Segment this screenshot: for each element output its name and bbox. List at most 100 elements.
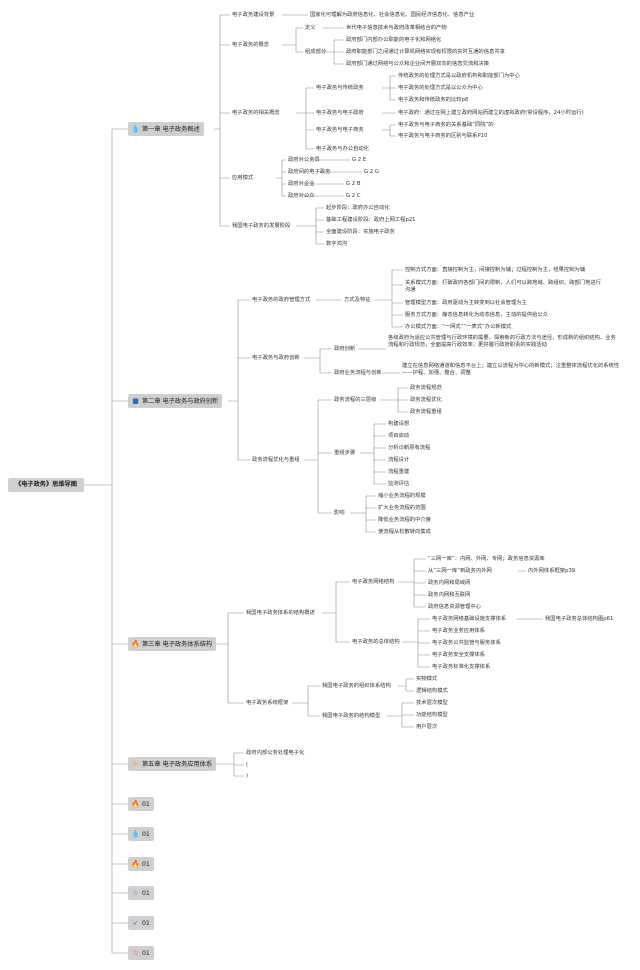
ch2-feature-4: 服务方式方面：静态信息转化为动态信息，主动的提供给公众 [405,312,549,318]
ch2-feature-3: 管理模型方面：政府驱动为主转变到以社会管理为主 [405,300,527,306]
connector [386,702,414,728]
chapter-placeholder-4: ☆01 [128,886,154,900]
connector [350,495,376,533]
ch2-gov-innovation-branch: 电子政务与政府创新 [252,355,300,361]
ch3-org-1: 实物模式 [416,676,438,682]
ch2-step-6: 监测评估 [388,481,410,487]
ch3-overall-4: 电子政务安全支撑体系 [432,652,485,658]
ch2-step-3: 分析诊断原有流程 [388,445,431,451]
connector [380,387,408,413]
ch2-step-1: 构建设想 [388,421,410,427]
star-outline-icon: ☆ [132,889,139,897]
ch2-management-mode: 电子政务的政府管理方式 [252,297,311,303]
ch3-overall-structure: 电子政务的总体结构 [352,639,400,645]
ch2-impact-1: 缩小业务流程的规模 [378,493,426,499]
ch5-item-3: ) [246,773,249,779]
chapter-placeholder-1: 🔥01 [128,797,154,811]
connector [382,124,396,137]
ch2-step-5: 流程重建 [388,469,410,475]
ch3-model-3: 用户层次 [416,724,438,730]
ch1-definition-detail: 世代电子信息技术与政府改革相结合的产物 [346,25,447,31]
star-outline-icon: ☆ [132,949,139,957]
square-icon: ■ [132,397,139,405]
water-drop-icon: 💧 [131,125,140,133]
ch3-org-2: 逻辑结构模式 [416,688,448,694]
ch1-g2c: 政府对公众 [288,193,315,199]
ch1-background-detail: 国家化可理解为政府信息化、社会信息化、国民经济信息化、信息产业 [310,12,475,18]
ch1-egov-vs-traditional: 电子政务与传统政务 [316,85,364,91]
chapter-1-node: 💧第一章 电子政务概述 [128,122,204,136]
ch2-feature-5: 办公模式方面：“一网式”“一表式”办公新模式 [405,324,512,330]
connector [304,399,332,514]
ch1-g2g-code: G 2 G [364,169,379,175]
connector [216,612,244,704]
ch3-network-2-detail: 内外网体系框架p39 [528,568,576,574]
ch1-related-concepts: 电子政务的相关概念 [232,110,280,116]
chapter-placeholder-3: 🔥01 [128,857,154,871]
ch3-overall-3: 电子政务公共监管与服务体系 [432,640,501,646]
ch1-g2c-code: G 2 C [346,193,361,199]
ch3-network-structure: 电子政务网络结构 [352,579,395,585]
ch1-traditional-1: 传统政务的处理方式是以政府机构和职能部门为中心 [398,73,520,79]
ch2-feature-1: 控制方式方面：直接控制为主，间接控制为辅；过程控制为主，结果控制为辅 [405,267,586,273]
ch2-impact-3: 降低业务流程的中介度 [378,517,431,523]
ch1-g2e-code: G 2 E [352,157,367,163]
ch2-feature-2: 关系模式方面：打破政府各部门间的限制，人们可以跨地域、跨组织、跨部门地进行沟通 [405,280,601,293]
ch1-egov-vs-oa: 电子政务与办公自动化 [316,146,369,152]
ch3-network-3: 政务内网和局域网 [428,580,471,586]
connector [84,128,128,954]
ch2-impact-2: 扩大业务流程的范围 [378,505,426,511]
ch1-concept: 电子政务的概念 [232,42,270,48]
ch1-background: 电子政务建设背景 [232,12,275,18]
ch3-network-5: 政府信息资源管理中心 [428,604,481,610]
ch1-egovernment-detail: 电子政府：通过在网上建立政府网站而建立的虚拟政府(常设程序，24小时运行) [398,110,584,116]
ch3-structure-model: 我国电子政务的结构模型 [322,713,381,719]
ch1-app-modes: 应用模式 [232,175,254,181]
ch3-network-2: 从“三网一库”到政务内外网 [428,568,492,574]
connector [374,269,403,328]
ch1-components: 组成部分 [305,49,327,55]
ch2-process-optimization: 政务流程优化与重组 [252,457,300,463]
ch1-traditional-3: 电子政务和传统政务的比较p8 [398,97,469,103]
connector [322,39,344,65]
ch2-restructure-steps: 重组步骤 [334,450,356,456]
connector [304,348,332,374]
ch3-model-2: 功能结构模型 [416,712,448,718]
connector [296,207,324,245]
fire-icon: 🔥 [131,640,140,648]
ch3-overall-1-detail: 我国电子政务总体结构图p61 [545,616,614,622]
ch3-model-1: 技术层次模型 [416,700,448,706]
connector [322,581,350,643]
ch2-process-innovation: 政府业务流程与创新 [334,370,382,376]
ch3-network-4: 政务内网和互联网 [428,592,471,598]
connector [398,558,426,608]
ch2-step-4: 流程设计 [388,457,410,463]
ch3-overall-2: 电子政务业务应用体系 [432,628,485,634]
ch1-stage-1: 起步阶段：政府办公自动化 [326,205,390,211]
fire-icon: 🔥 [131,860,140,868]
connector [382,75,396,101]
ch1-digital-divide: 数字鸿沟 [326,241,348,247]
connector [214,14,230,227]
ch1-component-2: 政府职能部门之间通过计算机网络实现有权限的实时互通的信息共享 [346,49,505,55]
ch2-process-detail: 建立在信息网络通道和信息平台上；建立以流程为中心的新模式；注重整体流程优化的系统… [402,363,620,376]
ch3-overall-5: 电子政务标准化支撑体系 [432,664,491,670]
ch5-item-1: 政府内部公务处理电子化 [246,750,305,756]
ch3-org-structure: 我国电子政务的组织体系结构 [322,683,391,689]
rocket-icon: ➶ [132,919,139,927]
chapter-5-node: ☀第五章 电子政务应用体系 [128,757,217,771]
connector [228,299,250,461]
ch1-g2b: 政府对企业 [288,181,315,187]
ch1-egov-vs-ecommerce: 电子政务与电子商务 [316,127,364,133]
chapter-placeholder-2: 💧01 [128,827,154,841]
ch2-three-levels: 政务流程的三层级 [334,397,377,403]
ch1-component-1: 政府部门内部办公职能的电子化和网络化 [346,37,442,43]
ch1-ecommerce-1: 电子政务与电子商务的关系基础“同院”的 [398,122,494,128]
connector [216,752,244,777]
ch5-item-2: ( [246,762,249,768]
chapter-2-node: ■第二章 电子政务与政府创新 [128,394,223,408]
chapter-3-node: 🔥第三章 电子政务体系结构 [128,637,217,651]
ch3-overall-1: 电子政务网络基础设施支撑体系 [432,616,507,622]
connector [360,423,386,485]
